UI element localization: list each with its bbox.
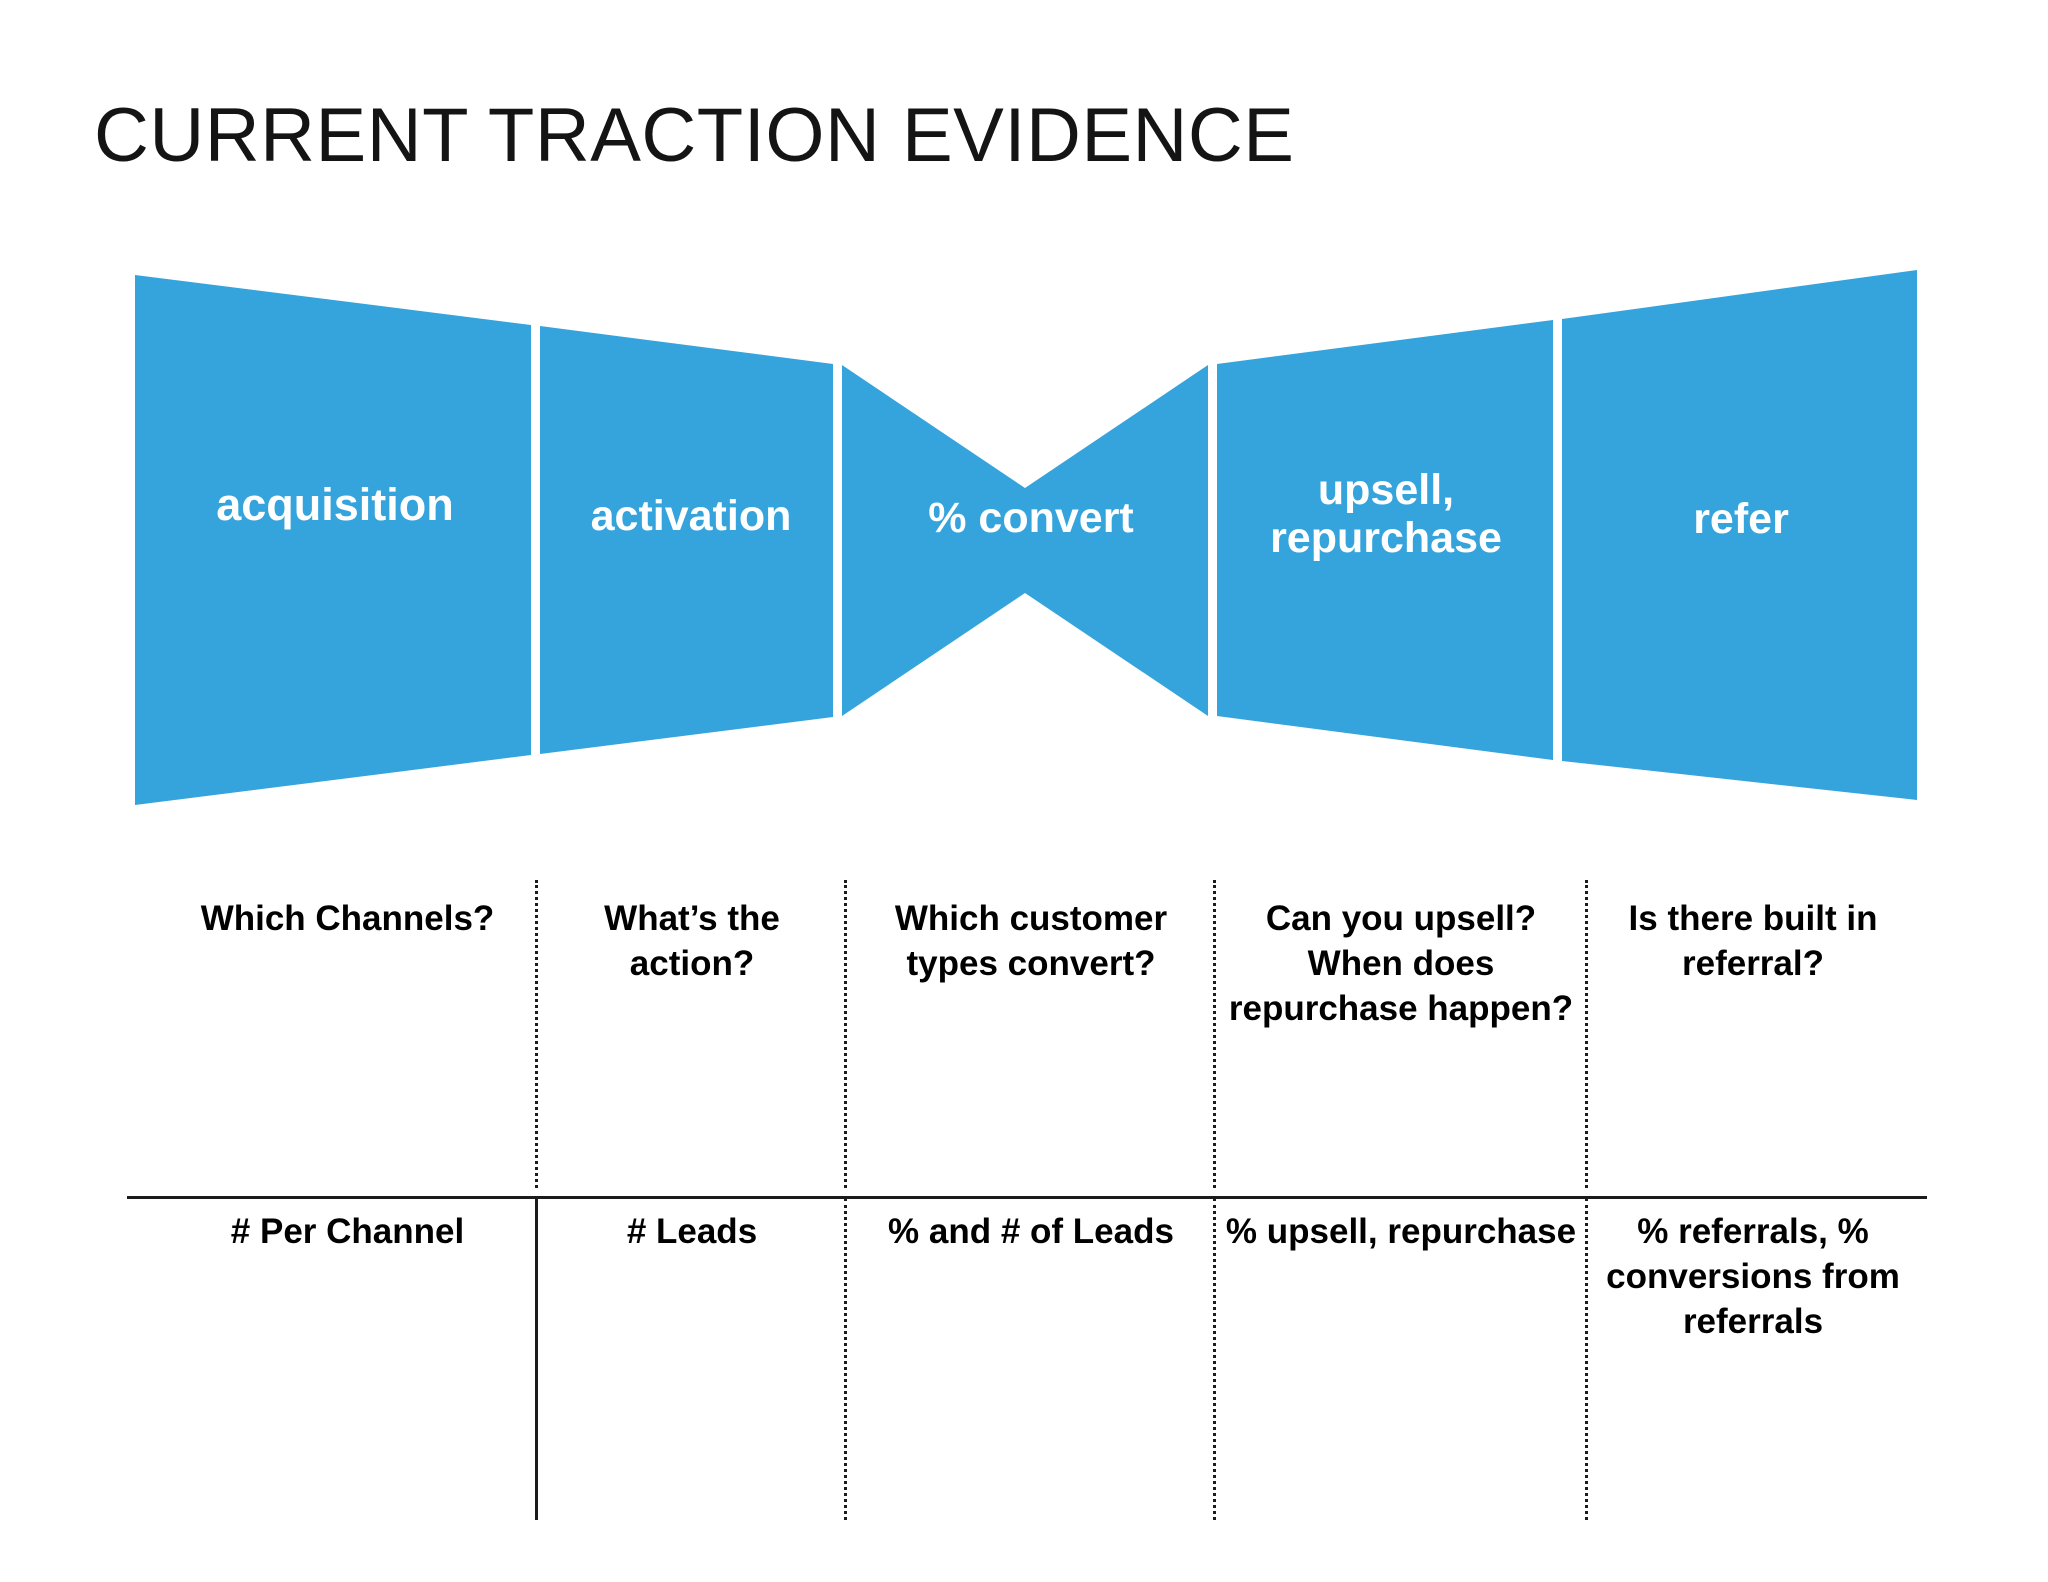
matrix-question-convert: Which customer types convert? bbox=[894, 899, 1168, 983]
matrix-col-divider-3-upper bbox=[1213, 880, 1216, 1188]
page-title: CURRENT TRACTION EVIDENCE bbox=[94, 93, 1295, 178]
matrix-question-refer: Is there built in referral? bbox=[1628, 899, 1878, 983]
matrix-question-upsell: Can you upsell? When does repurchase hap… bbox=[1228, 899, 1574, 1028]
funnel-diagram: acquisition activation % convert upsell,… bbox=[135, 270, 1917, 805]
matrix-col-divider-3-lower bbox=[1213, 1198, 1216, 1520]
matrix-question-activation: What’s the action? bbox=[604, 899, 780, 983]
matrix-metric-convert: % and # of Leads bbox=[888, 1212, 1174, 1251]
funnel-segment-acquisition[interactable] bbox=[135, 275, 531, 805]
matrix-col-divider-1-lower bbox=[535, 1198, 538, 1520]
matrix-col-divider-4-upper bbox=[1585, 880, 1588, 1188]
funnel-segment-upsell[interactable] bbox=[1217, 320, 1553, 760]
funnel-segment-activation[interactable] bbox=[540, 326, 833, 754]
funnel-segment-convert[interactable] bbox=[842, 365, 1208, 716]
funnel-segment-refer[interactable] bbox=[1562, 270, 1917, 800]
matrix-col-divider-4-lower bbox=[1585, 1198, 1588, 1520]
funnel-svg bbox=[135, 270, 1917, 805]
matrix-metric-refer: % referrals, % conversions from referral… bbox=[1606, 1212, 1900, 1341]
matrix-row-divider bbox=[127, 1196, 1927, 1199]
matrix-question-acquisition: Which Channels? bbox=[200, 899, 495, 938]
matrix-col-divider-2-upper bbox=[844, 880, 847, 1188]
matrix-column-activation: What’s the action? # Leads bbox=[542, 880, 842, 1520]
matrix-column-refer: Is there built in referral? % referrals,… bbox=[1592, 880, 1914, 1520]
matrix-column-upsell: Can you upsell? When does repurchase hap… bbox=[1220, 880, 1582, 1520]
matrix-metric-acquisition: # Per Channel bbox=[230, 1212, 465, 1251]
matrix-col-divider-2-lower bbox=[844, 1198, 847, 1520]
matrix-col-divider-1-upper bbox=[535, 880, 538, 1188]
matrix-metric-upsell: % upsell, repurchase bbox=[1225, 1212, 1577, 1251]
matrix-metric-activation: # Leads bbox=[626, 1212, 758, 1251]
matrix-column-convert: Which customer types convert? % and # of… bbox=[851, 880, 1211, 1520]
matrix-column-acquisition: Which Channels? # Per Channel bbox=[160, 880, 535, 1520]
question-metric-matrix: Which Channels? # Per Channel What’s the… bbox=[127, 880, 1927, 1520]
